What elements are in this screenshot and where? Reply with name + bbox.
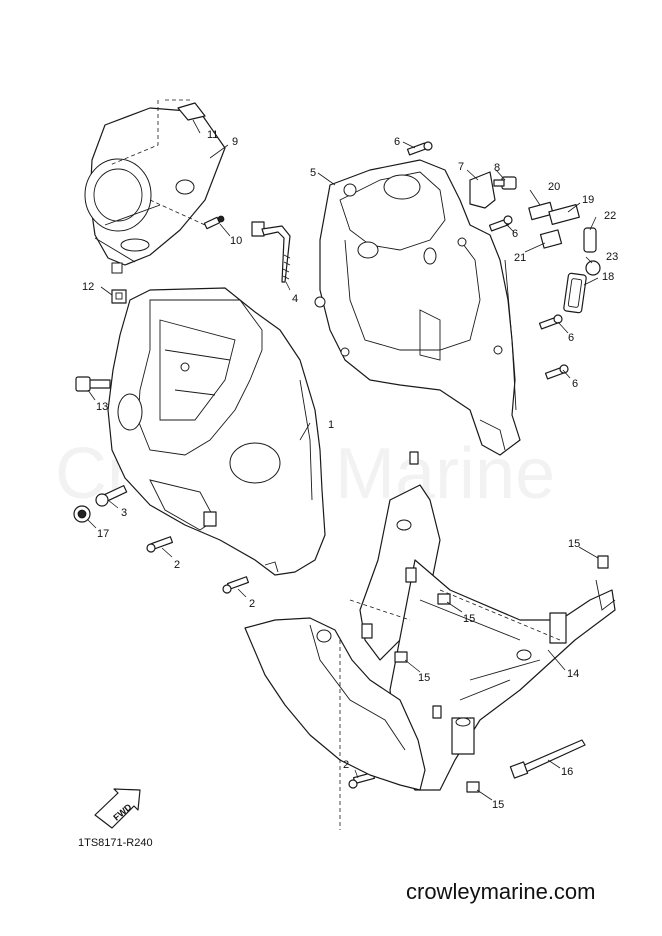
callout-7: 7 [458, 161, 464, 173]
lower-body-panel [244, 617, 426, 791]
part-23-plug [585, 260, 601, 276]
part-6-screw-c [538, 314, 563, 330]
callout-2-b: 2 [249, 598, 255, 610]
part-6-screw-d [544, 364, 569, 380]
diagram-code: 1TS8171-R240 [78, 837, 153, 849]
callout-6-b: 6 [512, 228, 518, 240]
part-21-decal [539, 229, 563, 249]
callout-6-c: 6 [568, 332, 574, 344]
part-4-cable [251, 221, 291, 283]
part-18-frame [563, 272, 587, 314]
part-8-bolt [493, 176, 517, 190]
callout-5: 5 [310, 167, 316, 179]
callout-23: 23 [606, 251, 618, 263]
part-15-clip-d [597, 555, 609, 569]
callout-8: 8 [494, 162, 500, 174]
callout-12: 12 [82, 281, 94, 293]
part-15-clip-a [409, 451, 419, 465]
part-9-upper-cover [84, 107, 226, 274]
part-15-clip-c [394, 651, 408, 663]
part-14-lower-bracket [359, 484, 616, 791]
part-16-cable-tie [509, 739, 586, 779]
callout-2-c: 2 [343, 759, 349, 771]
callout-6-d: 6 [572, 378, 578, 390]
callout-1: 1 [328, 419, 334, 431]
callout-18: 18 [602, 271, 614, 283]
callout-6-a: 6 [394, 136, 400, 148]
callout-2-a: 2 [174, 559, 180, 571]
part-13-bolt [75, 376, 111, 392]
callout-17: 17 [97, 528, 109, 540]
part-3-bolt [95, 485, 128, 507]
callout-4: 4 [292, 293, 298, 305]
callout-20: 20 [548, 181, 560, 193]
fwd-arrow-icon: FWD [94, 788, 141, 829]
callout-10: 10 [230, 235, 242, 247]
callout-11: 11 [207, 129, 218, 141]
part-15-clip-f [432, 705, 442, 719]
callout-21: 21 [514, 252, 526, 264]
part-15-clip-b [437, 593, 451, 605]
part-15-clip-e [466, 781, 480, 793]
part-6-screw-b [488, 215, 513, 232]
part-6-screw-a [406, 141, 433, 156]
part-22-decal [583, 227, 597, 253]
part-11-cap [177, 102, 206, 121]
callout-14: 14 [567, 668, 579, 680]
callout-15-c: 15 [418, 672, 430, 684]
callout-13: 13 [96, 401, 108, 413]
part-2-screw-a [146, 536, 174, 553]
part-10-screw [203, 215, 225, 230]
part-1-front-cover [107, 287, 326, 576]
callout-3: 3 [121, 507, 127, 519]
part-5-inner-cover [314, 159, 521, 456]
callout-9: 9 [232, 136, 238, 148]
site-url: crowleymarine.com [406, 879, 596, 904]
part-2-screw-b [222, 576, 250, 594]
callout-19: 19 [582, 194, 594, 206]
callout-15-d: 15 [492, 799, 504, 811]
part-20-decal [528, 201, 554, 221]
callout-22: 22 [604, 210, 616, 222]
part-7-bracket [469, 171, 496, 209]
callout-15-b: 15 [463, 613, 475, 625]
callout-15-a: 15 [568, 538, 580, 550]
callout-16: 16 [561, 766, 573, 778]
part-12-nut [111, 289, 127, 304]
part-17-grommet [73, 505, 91, 523]
part-19-decal [548, 203, 580, 225]
